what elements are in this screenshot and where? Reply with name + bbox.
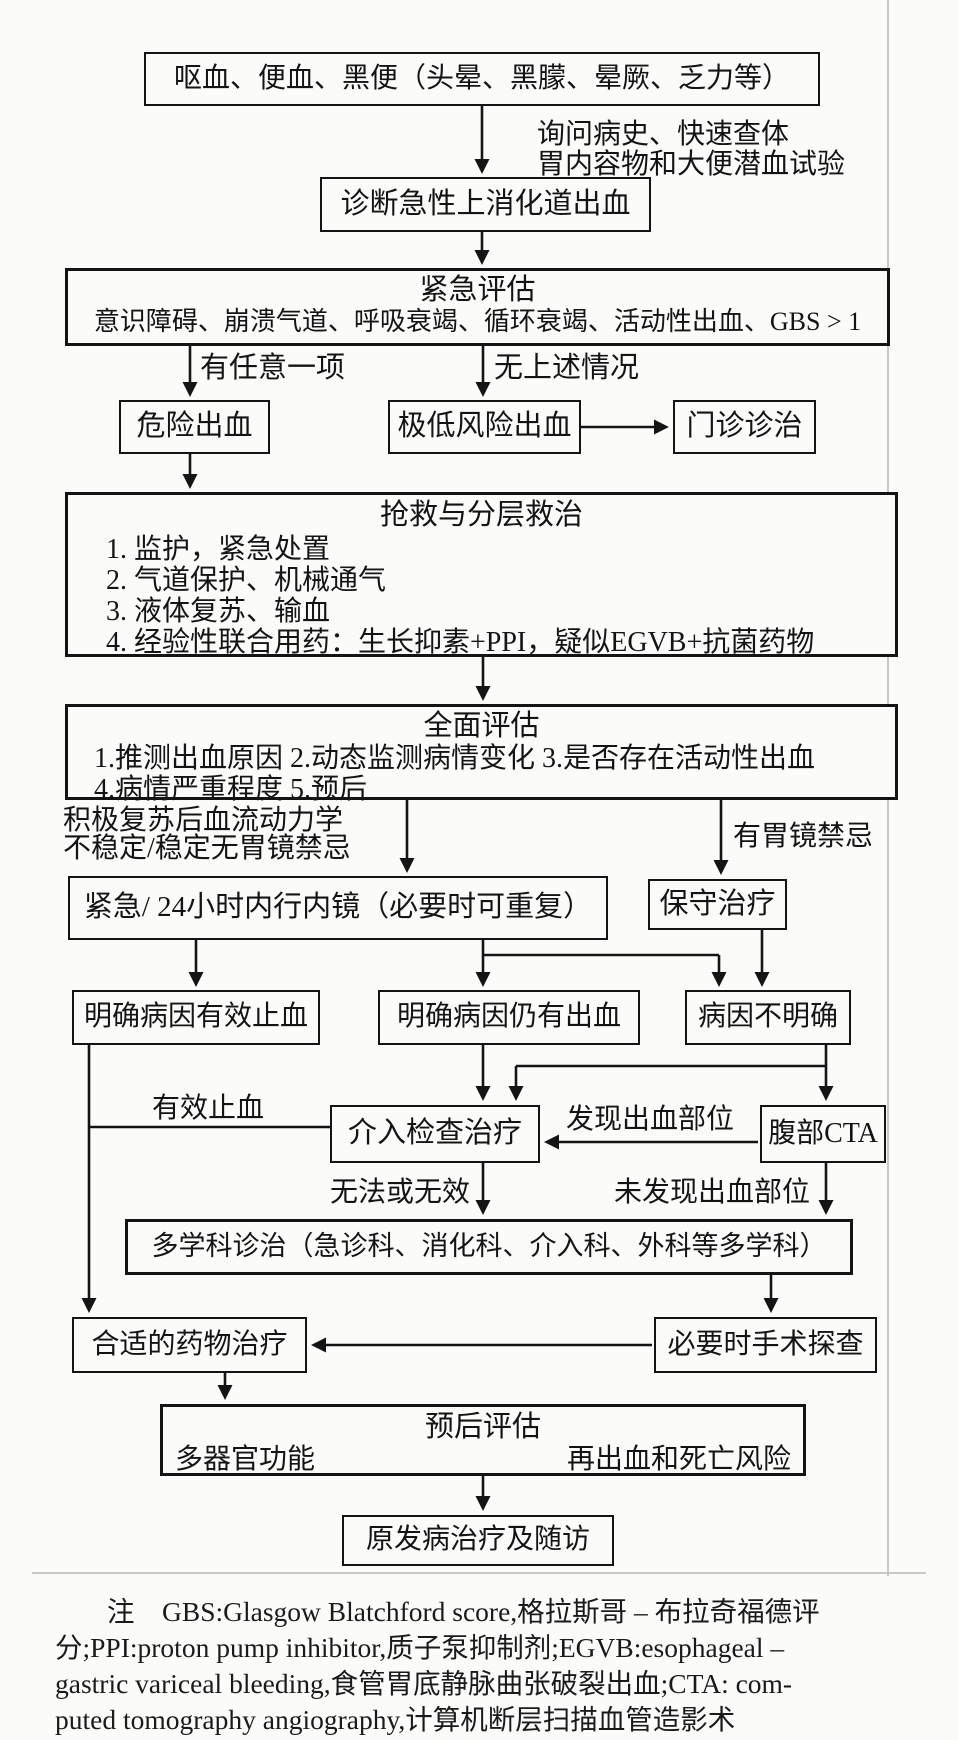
full-assessment-title: 全面评估: [423, 710, 540, 742]
edge-label-bleeding-site-found: 发现出血部位: [566, 1104, 735, 1135]
rescue-item-2: 2. 气道保护、机械通气: [106, 565, 387, 597]
rescue-item-3: 3. 液体复苏、输血: [106, 596, 331, 628]
node-full-assessment: 全面评估 1.推测出血原因 2.动态监测病情变化 3.是否存在活动性出血 4.病…: [65, 704, 898, 805]
node-rescue: 抢救与分层救治 1. 监护，紧急处置 2. 气道保护、机械通气 3. 液体复苏、…: [65, 492, 898, 659]
node-abdominal-cta: 腹部CTA: [760, 1105, 886, 1163]
edge-label-hemodynamics-line2: 不稳定/稳定无胃镜禁忌: [63, 833, 351, 864]
figure-footnote: 注 GBS:Glasgow Blatchford score,格拉斯哥 – 布拉…: [55, 1594, 911, 1738]
node-drug-therapy: 合适的药物治疗: [72, 1317, 307, 1373]
edge-label-endoscopy-contraindicated: 有胃镜禁忌: [733, 821, 874, 852]
node-intervention: 介入检查治疗: [330, 1105, 540, 1163]
rescue-item-1: 1. 监护，紧急处置: [106, 534, 331, 566]
node-urgent-assessment: 紧急评估 意识障碍、崩溃气道、呼吸衰竭、循环衰竭、活动性出血、GBS > 1: [65, 268, 890, 346]
full-assessment-line1: 1.推测出血原因 2.动态监测病情变化 3.是否存在活动性出血: [94, 743, 816, 775]
urgent-assessment-title: 紧急评估: [419, 274, 536, 306]
node-very-low-risk: 极低风险出血: [388, 400, 581, 454]
node-followup: 原发病治疗及随访: [342, 1515, 614, 1566]
node-dangerous-bleeding: 危险出血: [119, 400, 270, 454]
footnote-line-4: puted tomography angiography,计算机断层扫描血管造影…: [55, 1704, 736, 1735]
edge-label-site-not-found: 未发现出血部位: [614, 1177, 811, 1208]
node-cause-hemostasis: 明确病因有效止血: [72, 990, 320, 1045]
node-cause-still-bleeding: 明确病因仍有出血: [378, 990, 640, 1045]
edge-label-history-line2: 胃内容物和大便潜血试验: [537, 149, 846, 180]
prognosis-title: 预后评估: [424, 1411, 541, 1443]
node-outpatient: 门诊诊治: [673, 400, 816, 454]
footnote-line-3: gastric variceal bleeding,食管胃底静脉曲张破裂出血;C…: [55, 1668, 793, 1699]
edge-label-any-one: 有任意一项: [200, 352, 346, 384]
urgent-assessment-detail: 意识障碍、崩溃气道、呼吸衰竭、循环衰竭、活动性出血、GBS > 1: [93, 307, 862, 337]
node-surgery: 必要时手术探查: [654, 1317, 877, 1373]
edge-label-none-above: 无上述情况: [494, 352, 640, 384]
edge-label-effective-hemostasis: 有效止血: [152, 1093, 265, 1124]
edge-label-hemodynamics-line1: 积极复苏后血流动力学: [63, 805, 344, 836]
node-mdt: 多学科诊治（急诊科、消化科、介入科、外科等多学科）: [125, 1219, 853, 1275]
full-assessment-line2: 4.病情严重程度 5.预后: [94, 774, 368, 806]
rescue-item-4: 4. 经验性联合用药：生长抑素+PPI，疑似EGVB+抗菌药物: [106, 627, 815, 659]
node-prognosis: 预后评估 多器官功能 再出血和死亡风险: [160, 1404, 806, 1476]
edge-label-not-feasible: 无法或无效: [330, 1177, 471, 1208]
node-endoscopy: 紧急/ 24小时内行内镜（必要时可重复）: [68, 876, 608, 940]
page-rule-horizontal: [32, 1572, 926, 1574]
footnote-line-1: 注 GBS:Glasgow Blatchford score,格拉斯哥 – 布拉…: [107, 1596, 820, 1627]
node-diagnosis: 诊断急性上消化道出血: [320, 177, 651, 232]
prognosis-left: 多器官功能: [175, 1444, 316, 1476]
footnote-line-2: 分;PPI:proton pump inhibitor,质子泵抑制剂;EGVB:…: [55, 1632, 785, 1663]
node-cause-unknown: 病因不明确: [685, 990, 851, 1045]
edge-label-history-line1: 询问病史、快速查体: [537, 119, 790, 150]
node-conservative: 保守治疗: [648, 879, 787, 930]
rescue-title: 抢救与分层救治: [379, 499, 583, 531]
prognosis-right: 再出血和死亡风险: [566, 1444, 791, 1476]
node-symptoms: 呕血、便血、黑便（头晕、黑朦、晕厥、乏力等）: [144, 52, 820, 106]
